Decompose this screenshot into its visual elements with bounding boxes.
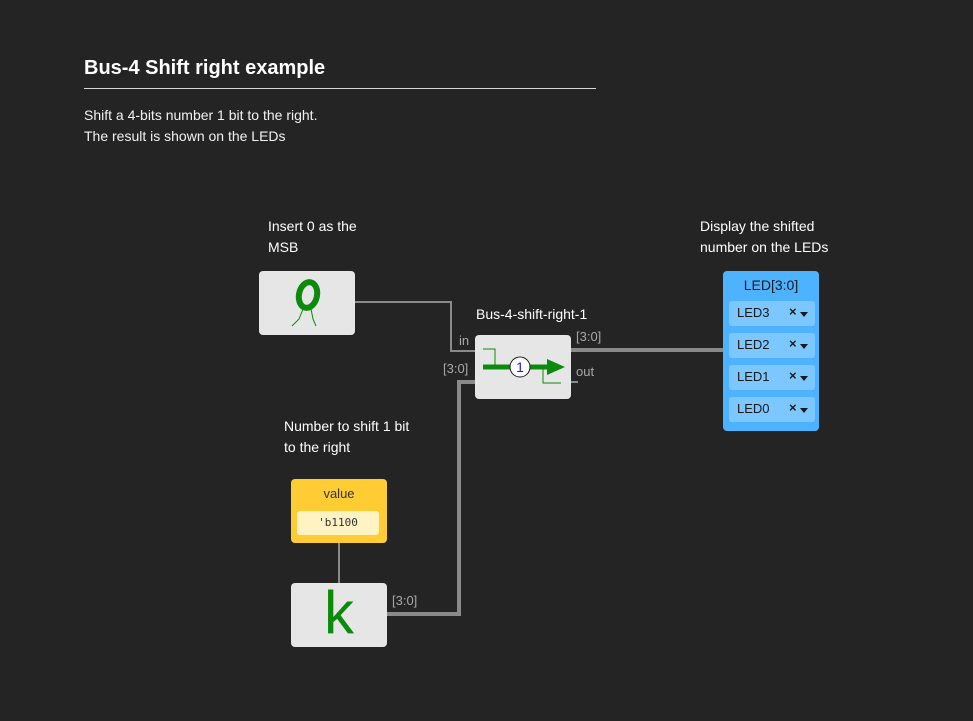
led-row-led2[interactable]: LED2 × [729,333,815,358]
led-name: LED3 [737,305,770,320]
chevron-down-icon[interactable] [800,312,808,317]
page-title: Bus-4 Shift right example [84,57,596,89]
note-number-line-2: to the right [284,439,351,455]
note-display-line-1: Display the shifted [700,218,815,234]
note-number-line-1: Number to shift 1 bit [284,418,410,434]
k-symbol: k [324,579,354,646]
input-bus-label: [3:0] [443,361,469,376]
led-name: LED1 [737,369,770,384]
page-description: Shift a 4-bits number 1 bit to the right… [84,105,317,147]
note-display-line-2: number on the LEDs [700,239,829,255]
note-insert-zero: Insert 0 as the MSB [268,216,357,258]
clear-icon[interactable]: × [789,304,797,319]
note-insert-line-1: Insert 0 as the [268,218,357,234]
clear-icon[interactable]: × [789,368,797,383]
zero-icon [291,279,321,327]
wire-zero-to-in [355,301,476,352]
constant-value-box[interactable]: value 'b1100 [291,479,387,543]
chevron-down-icon[interactable] [800,408,808,413]
shift-block-label: Bus-4-shift-right-1 [476,306,588,322]
constant-title: value [323,486,355,501]
led-row-led0[interactable]: LED0 × [729,397,815,422]
port-in-label: in [459,333,470,348]
zero-block[interactable] [259,271,355,335]
led-row-led1[interactable]: LED1 × [729,365,815,390]
k-bus-label: [3:0] [392,593,418,608]
note-insert-line-2: MSB [268,239,299,255]
output-bus-label: [3:0] [576,329,602,344]
led-name: LED2 [737,337,770,352]
led-panel[interactable]: LED[3:0] LED3 × LED2 × LED1 × LED0 × [723,271,819,431]
clear-icon[interactable]: × [789,336,797,351]
chevron-down-icon[interactable] [800,344,808,349]
shift-amount: 1 [516,359,524,375]
shift-right-arrow-icon [483,348,565,384]
led-panel-title: LED[3:0] [743,277,799,293]
wire-k-to-shift [387,380,476,616]
clear-icon[interactable]: × [789,400,797,415]
led-row-led3[interactable]: LED3 × [729,301,815,326]
note-number-to-shift: Number to shift 1 bit to the right [284,416,409,458]
description-line-1: Shift a 4-bits number 1 bit to the right… [84,107,318,123]
note-display: Display the shifted number on the LEDs [700,216,828,258]
led-name: LED0 [737,401,770,416]
shift-right-block[interactable]: 1 [475,335,571,399]
k-block[interactable]: k [291,579,387,647]
description-line-2: The result is shown on the LEDs [84,128,286,144]
constant-value-field[interactable]: 'b1100 [297,511,379,535]
port-out-label: out [576,364,595,379]
chevron-down-icon[interactable] [800,376,808,381]
